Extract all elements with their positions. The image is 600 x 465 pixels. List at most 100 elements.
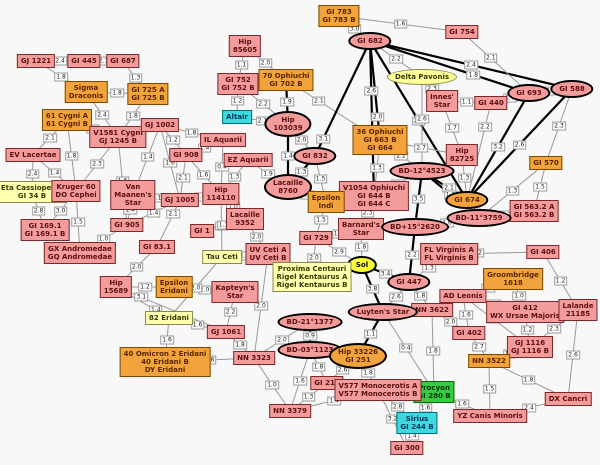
- distance-label: 1.8: [64, 151, 79, 160]
- distance-label: 1.8: [361, 368, 375, 378]
- star-name-line: GI 674: [454, 196, 480, 204]
- star-name-line: 36 Ophiuchi: [356, 128, 404, 136]
- star-node-adleo: AD Leonis: [439, 289, 487, 303]
- star-name-line: 61 Cygni B: [45, 120, 89, 128]
- star-name-line: Eta Cassiopeiae: [0, 184, 64, 192]
- star-name-line: Hip: [238, 38, 252, 46]
- star-node-bd15: BD+15°2620: [381, 218, 449, 236]
- star-name-line: Epsilon: [311, 194, 341, 202]
- star-node-gi445: GI 445: [67, 54, 101, 68]
- star-node-dxcancri: DX Cancri: [544, 392, 592, 406]
- distance-label: 2.7: [472, 342, 486, 352]
- star-name-line: 85605: [232, 46, 258, 54]
- star-node-sol: Sol: [346, 256, 378, 274]
- distance-label: 1.7: [445, 123, 459, 133]
- star-name-line: GI 213: [314, 379, 340, 387]
- distance-label: 1.8: [54, 72, 68, 81]
- star-name-line: GJ 1005: [164, 196, 196, 204]
- star-name-line: Kapteyn's: [215, 284, 255, 292]
- distance-label: 2.2: [478, 122, 492, 132]
- distance-label: 2.2: [256, 99, 270, 109]
- star-name-line: GI 169.1 B: [24, 230, 66, 238]
- star-name-line: NN 3622: [415, 306, 449, 314]
- star-node-nn3379: NN 3379: [269, 404, 311, 418]
- star-name-line: Star: [433, 101, 451, 109]
- star-name-line: GI 406: [530, 248, 556, 256]
- star-name-line: GI 570: [533, 159, 559, 167]
- distance-label: 2.3: [547, 324, 561, 333]
- star-name-line: GI 83.1: [142, 243, 172, 251]
- star-node-gi754: GI 754: [445, 25, 479, 39]
- star-name-line: UV Ceti A: [249, 246, 287, 254]
- star-node-gi674: GI 674: [445, 191, 489, 209]
- distance-label: 2.0: [258, 58, 273, 68]
- star-name-line: GJ 1221: [20, 57, 52, 65]
- star-name-line: Barnard's: [342, 221, 380, 229]
- star-name-line: FL Virginis B: [424, 254, 474, 262]
- star-name-line: GI 300: [394, 444, 420, 452]
- distance-label: 2.9: [332, 247, 346, 256]
- distance-label: 1.8: [184, 128, 199, 137]
- star-node-eri82: 82 Eridani: [145, 311, 193, 325]
- distance-label: 1.5: [482, 384, 497, 393]
- distance-label: 2.6: [566, 350, 580, 359]
- distance-label: 0.9: [303, 331, 317, 341]
- distance-label: 0.4: [215, 162, 229, 172]
- star-name-line: GI 563.2 A: [513, 203, 555, 211]
- distance-label: 2.3: [552, 121, 566, 131]
- star-name-line: Groombridge: [487, 271, 539, 279]
- distance-label: 2.1: [312, 96, 326, 106]
- star-name-line: GI 1: [194, 227, 210, 235]
- star-name-line: Luyten's Star: [356, 308, 410, 316]
- distance-label: 3.0: [53, 206, 68, 215]
- distance-label: 1.3: [505, 186, 520, 195]
- distance-label: 2.2: [223, 307, 238, 317]
- star-name-line: 103039: [273, 124, 303, 132]
- star-name-line: Kruger 60: [56, 183, 96, 191]
- star-node-gi831: GI 83.1: [138, 240, 176, 254]
- star-name-line: GI 563.2 B: [513, 211, 555, 219]
- star-name-line: NN 3323: [237, 354, 271, 362]
- star-name-line: 82 Eridani: [149, 314, 189, 322]
- map-edge-gj1005-gi831: [156, 199, 181, 248]
- star-name-line: V1054 Ophiuchi: [342, 184, 406, 192]
- distance-label: 1.8: [311, 362, 326, 371]
- star-node-tauceti: Tau Ceti: [202, 250, 242, 264]
- star-name-line: GJ 1245 B: [98, 137, 138, 145]
- star-name-line: EV Lacertae: [9, 151, 57, 159]
- star-name-line: GI 908: [173, 151, 199, 159]
- distance-label: 1.1: [459, 97, 474, 107]
- distance-label: 1.2: [166, 135, 180, 145]
- star-node-bd12: BD-12°4523: [389, 162, 455, 180]
- star-name-line: GJ 1061: [210, 328, 242, 336]
- distance-label: 1.5: [314, 215, 328, 225]
- distance-label: 0.4: [399, 343, 413, 353]
- distance-label: 1.3: [227, 172, 242, 182]
- distance-label: 1.6: [393, 19, 408, 29]
- star-name-line: Sigma: [73, 84, 99, 92]
- star-node-yzcmi: YZ Canis Minoris: [453, 409, 527, 423]
- distance-label: 2.0: [370, 112, 385, 122]
- star-name-line: GI 644 B: [357, 192, 391, 200]
- star-name-line: Hip: [109, 279, 123, 287]
- map-edge-gi682-gi693: [369, 39, 530, 95]
- star-name-line: BD-21°1377: [286, 318, 334, 326]
- star-name-line: EZ Aquarii: [227, 156, 269, 164]
- star-name-line: Star: [226, 292, 244, 300]
- star-name-line: GJ 1116 B: [510, 347, 550, 355]
- distance-label: 1.5: [71, 217, 85, 227]
- distance-label: 2.2: [389, 54, 403, 64]
- distance-label: 1.8: [413, 291, 428, 301]
